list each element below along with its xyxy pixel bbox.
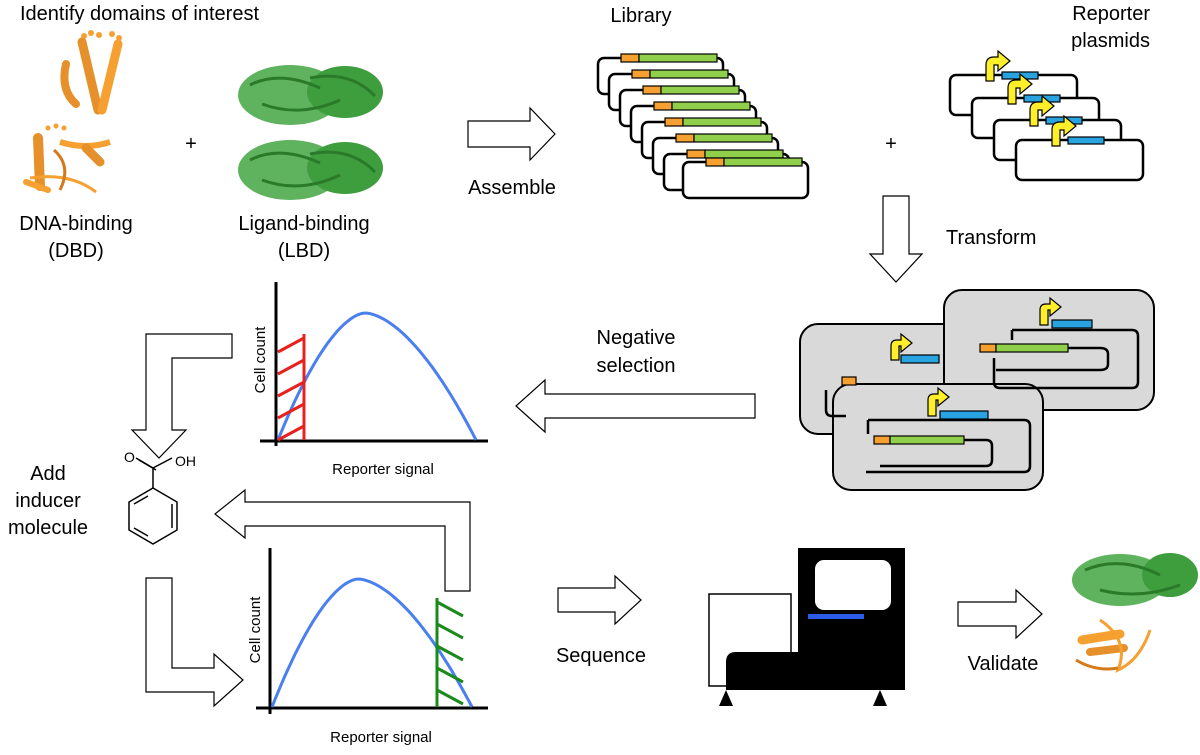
lbd-label-line1: Ligand-binding [238, 213, 369, 235]
sequence-label: Sequence [556, 645, 646, 667]
gate-hatch-mark [436, 644, 464, 662]
gate-hatch-mark [436, 622, 464, 640]
add-inducer-line2: inducer [15, 490, 81, 512]
return-loop-arrow [214, 488, 471, 592]
dbd-label-line2: (DBD) [48, 240, 104, 262]
hydroxyl-label: OH [175, 453, 196, 469]
sequencer-icon [708, 548, 905, 706]
lbd-structure-icon [238, 65, 383, 200]
gate-hatch-mark [436, 688, 464, 706]
sequence-arrow [557, 574, 642, 626]
to-inducer-arrow [130, 333, 233, 459]
gate-hatch-mark [436, 600, 464, 618]
gate-hatch-mark [436, 666, 464, 684]
benzoic-acid-icon [128, 457, 178, 545]
identify-domains-label: Identify domains of interest [20, 3, 259, 25]
gate-hatch-left [277, 334, 306, 442]
distribution-curve [270, 577, 474, 708]
x-axis-label: Reporter signal [332, 461, 434, 478]
gate-hatch-mark [277, 358, 305, 376]
to-positive-selection-arrow [145, 577, 244, 708]
negative-selection-line1: Negative [597, 327, 676, 349]
assemble-label: Assemble [468, 177, 556, 199]
fusion-protein-icon [1072, 553, 1198, 673]
dbd-label-line1: DNA-binding [19, 213, 132, 235]
library-label: Library [610, 5, 671, 27]
y-axis-label: Cell count [247, 596, 264, 664]
gate-hatch-mark [277, 380, 305, 398]
reporter-label-line1: Reporter [1072, 3, 1150, 25]
plus-sign-domains: + [185, 133, 197, 155]
reporter-label-line2: plasmids [1071, 30, 1150, 52]
x-axis-label: Reporter signal [330, 729, 432, 746]
gate-hatch-mark [277, 424, 305, 442]
gate-hatch-mark [277, 336, 305, 354]
validate-label: Validate [968, 653, 1039, 675]
negative-selection-line2: selection [597, 355, 676, 377]
y-axis-label: Cell count [252, 326, 269, 394]
plus-sign-plasmids: + [885, 133, 897, 155]
gate-hatch-right [435, 598, 464, 707]
carbonyl-oxygen-label: O [124, 449, 135, 465]
library-plasmids [596, 52, 810, 200]
transform-label: Transform [946, 227, 1036, 249]
validate-arrow [957, 588, 1043, 640]
transform-arrow [868, 195, 924, 283]
positive-selection-plot: Cell count Reporter signal [247, 548, 488, 746]
dbd-structure-icon [23, 30, 123, 194]
reporter-plasmids [948, 49, 1145, 182]
distribution-curve [276, 311, 478, 441]
transformed-cells [799, 289, 1155, 491]
negative-selection-arrow [515, 378, 756, 434]
add-inducer-line3: molecule [8, 517, 88, 539]
assemble-arrow [467, 106, 556, 162]
gate-hatch-mark [277, 402, 305, 420]
negative-selection-plot: Cell count Reporter signal [252, 282, 488, 478]
lbd-label-line2: (LBD) [278, 240, 330, 262]
add-inducer-line1: Add [30, 463, 66, 485]
